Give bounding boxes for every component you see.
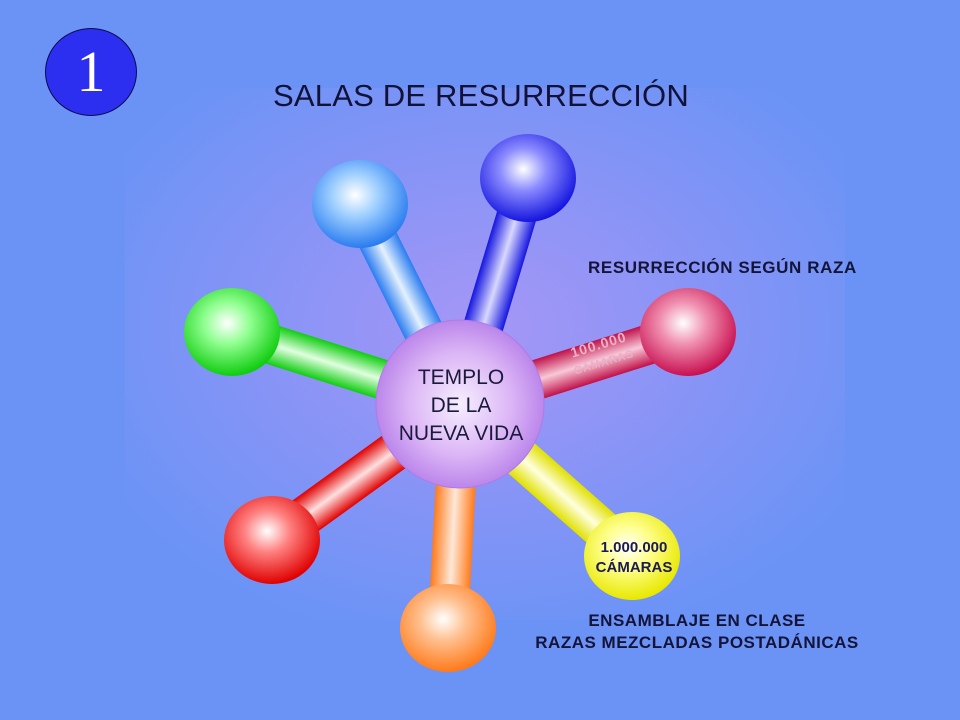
center-label-line3: NUEVA VIDA [398, 422, 524, 445]
center-label-line1: TEMPLO [417, 366, 505, 389]
label-ensamblaje-line1: ENSAMBLAJE EN CLASE [588, 611, 806, 630]
yellow-count-label: 1.000.000 CÁMARAS [588, 538, 680, 578]
yellow-count-number: 1.000.000 [600, 539, 668, 556]
label-ensamblaje-line2: RAZAS MEZCLADAS POSTADÁNICAS [535, 633, 859, 652]
center-label-line2: DE LA [430, 394, 492, 417]
slide-number-badge: 1 [45, 28, 137, 116]
node-crimson [640, 288, 736, 376]
label-ensamblaje: ENSAMBLAJE EN CLASE RAZAS MEZCLADAS POST… [497, 610, 897, 654]
node-red [224, 496, 320, 584]
yellow-count-unit: CÁMARAS [595, 559, 673, 576]
page-title: SALAS DE RESURRECCIÓN [273, 78, 689, 113]
center-label: TEMPLO DE LA NUEVA VIDA [378, 364, 544, 448]
label-resurreccion-segun-raza: RESURRECCIÓN SEGÚN RAZA [588, 258, 857, 277]
node-green [184, 288, 280, 376]
node-yellow [584, 512, 680, 600]
center-node [375, 319, 545, 489]
node-light-blue [312, 160, 408, 248]
node-orange [400, 584, 496, 672]
node-blue [480, 134, 576, 222]
